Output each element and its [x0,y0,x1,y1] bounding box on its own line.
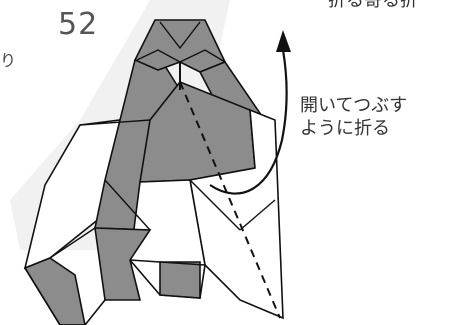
crease-c [189,179,241,231]
gray-lower-left [94,227,152,301]
crease-a [49,227,96,259]
step-number: 52 [58,7,99,42]
instruction-text: 開いてつぶす ように折る [300,94,407,141]
arrow-head-icon [276,30,291,52]
dashed-fold-line [179,81,281,319]
fold-arrow [209,49,288,195]
gray-top-cap [133,19,227,73]
cap-crease-1 [159,21,201,50]
corner-text-top: 折る寄る折 [328,0,418,11]
gray-bottom-point [23,257,86,325]
gray-lower-right [159,261,201,299]
crease-e [129,259,206,266]
crease-d [239,199,276,231]
bottom-left-lines [24,267,106,325]
instruction-line-1: 開いてつぶす [300,95,408,116]
crease-b [104,179,151,231]
crease-f [79,119,151,126]
instruction-line-2: ように折る [300,118,390,140]
corner-text-left: り [0,51,17,70]
